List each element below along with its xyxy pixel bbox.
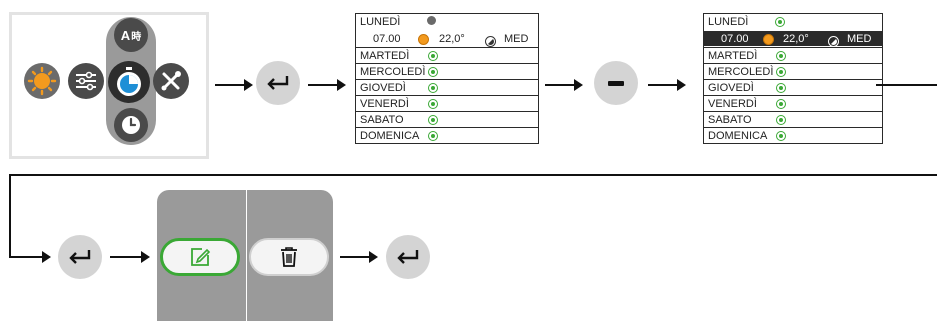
- add-slot-icon[interactable]: [776, 51, 786, 61]
- add-slot-icon[interactable]: [428, 83, 438, 93]
- clock-icon: [122, 116, 140, 134]
- sliders-icon: [76, 71, 96, 91]
- time-slot[interactable]: 07.00 22,0° MED: [356, 31, 538, 47]
- timer-program-button[interactable]: [108, 61, 150, 103]
- enter-button[interactable]: [256, 61, 300, 105]
- edit-pencil-icon: [191, 248, 211, 266]
- add-slot-icon[interactable]: [776, 67, 786, 77]
- add-slot-icon[interactable]: [428, 99, 438, 109]
- trash-icon: [281, 247, 297, 267]
- table-row[interactable]: VENERDÌ: [356, 95, 538, 111]
- day-label: VENERDÌ: [708, 97, 757, 110]
- slot-temperature: 22,0°: [783, 32, 809, 45]
- add-slot-icon[interactable]: [428, 115, 438, 125]
- slot-fan-mode: MED: [504, 32, 529, 45]
- add-slot-icon[interactable]: [428, 131, 438, 141]
- flow-arrow: [110, 251, 150, 263]
- delete-button[interactable]: [249, 238, 329, 276]
- day-label: LUNEDÌ: [360, 16, 401, 28]
- day-label: DOMENICA: [708, 129, 768, 142]
- status-dot: [427, 16, 436, 25]
- add-slot-icon[interactable]: [775, 17, 785, 27]
- heating-button[interactable]: [24, 63, 60, 99]
- add-slot-icon[interactable]: [776, 99, 786, 109]
- flow-connector-line: [9, 174, 937, 176]
- slot-fan-mode: MED: [847, 32, 872, 45]
- flow-arrow: [9, 251, 51, 263]
- enter-return-icon: [397, 250, 419, 264]
- table-row[interactable]: MERCOLEDÌ: [704, 63, 882, 79]
- minus-button[interactable]: [594, 61, 638, 105]
- day-label: SABATO: [708, 113, 752, 126]
- clock-button[interactable]: [114, 108, 148, 142]
- table-row[interactable]: MARTEDÌ: [356, 47, 538, 63]
- edit-button[interactable]: [160, 238, 240, 276]
- enter-return-icon: [69, 250, 91, 264]
- heating-dot-icon: [418, 34, 429, 45]
- table-row[interactable]: SABATO: [704, 111, 882, 127]
- table-row[interactable]: GIOVEDÌ: [704, 79, 882, 95]
- minus-icon: [608, 80, 624, 86]
- slot-temperature: 22,0°: [439, 32, 465, 45]
- fan-speed-icon: [485, 36, 496, 47]
- slot-time: 07.00: [721, 32, 749, 45]
- tools-icon: [161, 71, 181, 91]
- heating-dot-icon: [763, 34, 774, 45]
- add-slot-icon[interactable]: [428, 67, 438, 77]
- enter-return-icon: [267, 76, 289, 90]
- slot-time: 07.00: [373, 32, 401, 45]
- add-slot-icon[interactable]: [776, 131, 786, 141]
- table-row[interactable]: VENERDÌ: [704, 95, 882, 111]
- day-label: VENERDÌ: [360, 97, 409, 110]
- timer-icon: [117, 67, 141, 96]
- weekly-program-table: LUNEDÌ 07.00 22,0° MED MARTEDÌ MERCOLEDÌ…: [355, 13, 539, 144]
- flow-connector-line: [876, 84, 937, 86]
- time-slot-selected[interactable]: 07.00 22,0° MED: [704, 31, 882, 47]
- day-label: MERCOLEDÌ: [708, 65, 774, 78]
- day-label: GIOVEDÌ: [360, 81, 406, 94]
- add-slot-icon[interactable]: [428, 51, 438, 61]
- day-label: SABATO: [360, 113, 404, 126]
- flow-arrow: [648, 79, 686, 91]
- flow-arrow: [340, 251, 378, 263]
- flow-arrow: [308, 79, 346, 91]
- add-slot-icon[interactable]: [776, 83, 786, 93]
- day-label: GIOVEDÌ: [708, 81, 754, 94]
- enter-button[interactable]: [386, 235, 430, 279]
- weekly-program-table-selected: LUNEDÌ 07.00 22,0° MED MARTEDÌ MERCOLEDÌ…: [703, 13, 883, 144]
- day-label: MARTEDÌ: [360, 49, 410, 62]
- table-row[interactable]: MARTEDÌ: [704, 47, 882, 63]
- sun-icon: [27, 66, 57, 96]
- table-row[interactable]: DOMENICA: [704, 127, 882, 143]
- table-row[interactable]: GIOVEDÌ: [356, 79, 538, 95]
- table-row[interactable]: SABATO: [356, 111, 538, 127]
- table-row[interactable]: MERCOLEDÌ: [356, 63, 538, 79]
- flow-connector-line: [9, 174, 11, 258]
- tools-button[interactable]: [153, 63, 189, 99]
- day-label: LUNEDÌ: [708, 16, 749, 28]
- settings-sliders-button[interactable]: [68, 63, 104, 99]
- enter-button[interactable]: [58, 235, 102, 279]
- table-row-monday[interactable]: LUNEDÌ 07.00 22,0° MED: [356, 14, 538, 47]
- fan-speed-icon: [828, 36, 839, 47]
- flow-arrow: [545, 79, 583, 91]
- table-row-monday[interactable]: LUNEDÌ 07.00 22,0° MED: [704, 14, 882, 47]
- day-label: MARTEDÌ: [708, 49, 758, 62]
- day-label: DOMENICA: [360, 129, 420, 142]
- flow-arrow: [215, 79, 253, 91]
- add-slot-icon[interactable]: [776, 115, 786, 125]
- table-row[interactable]: DOMENICA: [356, 127, 538, 143]
- day-label: MERCOLEDÌ: [360, 65, 426, 78]
